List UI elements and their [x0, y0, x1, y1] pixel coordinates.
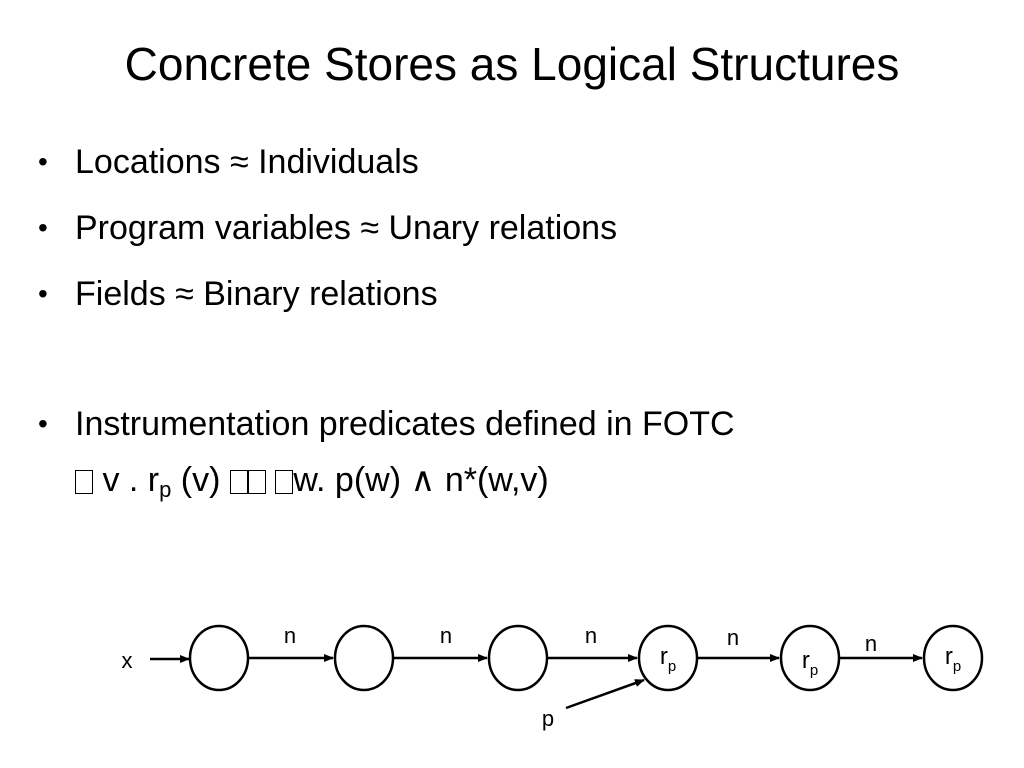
slide-title: Concrete Stores as Logical Structures — [124, 38, 900, 90]
list-node-2 — [333, 624, 395, 692]
missing-glyph-box — [275, 470, 294, 494]
formula-part: v . r — [93, 461, 160, 499]
edge-label-n: n — [585, 623, 597, 648]
bullet-marker: • — [38, 408, 48, 439]
list-node-5 — [779, 624, 841, 692]
node-label-rp: rp — [945, 643, 961, 675]
node-label-rp: rp — [802, 647, 818, 679]
variable-x-label: x — [122, 648, 133, 673]
edge-label-n: n — [440, 623, 452, 648]
list-node-3 — [487, 624, 549, 692]
formula-part: w. p(w) ∧ n*(w,v) — [293, 461, 549, 499]
variable-p-label: p — [542, 706, 554, 731]
edge-label-n: n — [865, 631, 877, 656]
missing-glyph-box — [247, 470, 266, 494]
node-label-sub: p — [810, 662, 818, 679]
node-label-rp: rp — [660, 643, 676, 675]
bullet-text: Program variables ≈ Unary relations — [75, 209, 618, 247]
node-label-r: r — [945, 643, 953, 670]
missing-glyph-box — [75, 470, 93, 494]
edge-label-n: n — [727, 625, 739, 650]
bullet-marker: • — [38, 212, 48, 243]
formula-subscript: p — [159, 477, 172, 502]
list-node-1 — [188, 624, 250, 692]
node-label-sub: p — [668, 658, 676, 675]
bullet-marker: • — [38, 278, 48, 309]
formula-part: (v) — [171, 461, 230, 499]
bullet-text: Locations ≈ Individuals — [75, 143, 419, 181]
edge-label-n: n — [284, 623, 296, 648]
bullet-text: Fields ≈ Binary relations — [75, 275, 438, 313]
node-label-r: r — [660, 643, 668, 670]
missing-glyph-box — [229, 470, 248, 494]
bullet-marker: • — [38, 146, 48, 177]
formula-line: v . rp (v) w. p(w) ∧ n*(w,v) — [75, 460, 549, 510]
pointer-arrow-p — [565, 678, 645, 710]
bullet-text: Instrumentation predicates defined in FO… — [75, 405, 735, 443]
node-label-sub: p — [953, 658, 961, 675]
list-node-6 — [922, 624, 984, 692]
node-label-r: r — [802, 647, 810, 674]
